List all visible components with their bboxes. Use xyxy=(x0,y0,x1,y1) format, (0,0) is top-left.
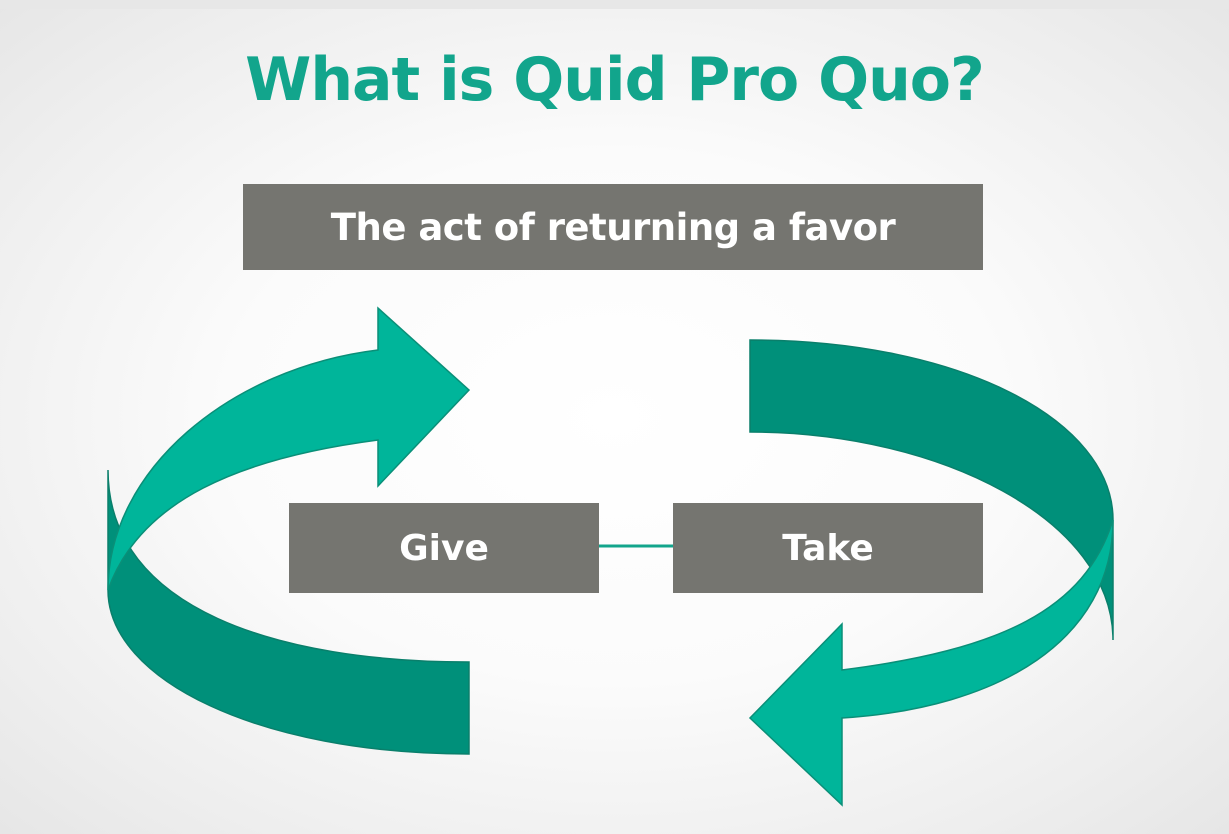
definition-box: The act of returning a favor xyxy=(243,184,983,270)
right-arrow-lower-band xyxy=(748,519,1114,807)
take-box: Take xyxy=(673,503,983,593)
give-box: Give xyxy=(289,503,599,593)
definition-text: The act of returning a favor xyxy=(330,205,896,249)
right-arrow-upper-band xyxy=(749,339,1114,641)
left-arrow-lower-band xyxy=(107,469,470,755)
left-arrow-upper-band xyxy=(107,306,471,591)
top-band xyxy=(0,0,1229,9)
page-title: What is Quid Pro Quo? xyxy=(245,45,985,115)
give-label: Give xyxy=(399,527,489,569)
take-label: Take xyxy=(782,527,874,569)
